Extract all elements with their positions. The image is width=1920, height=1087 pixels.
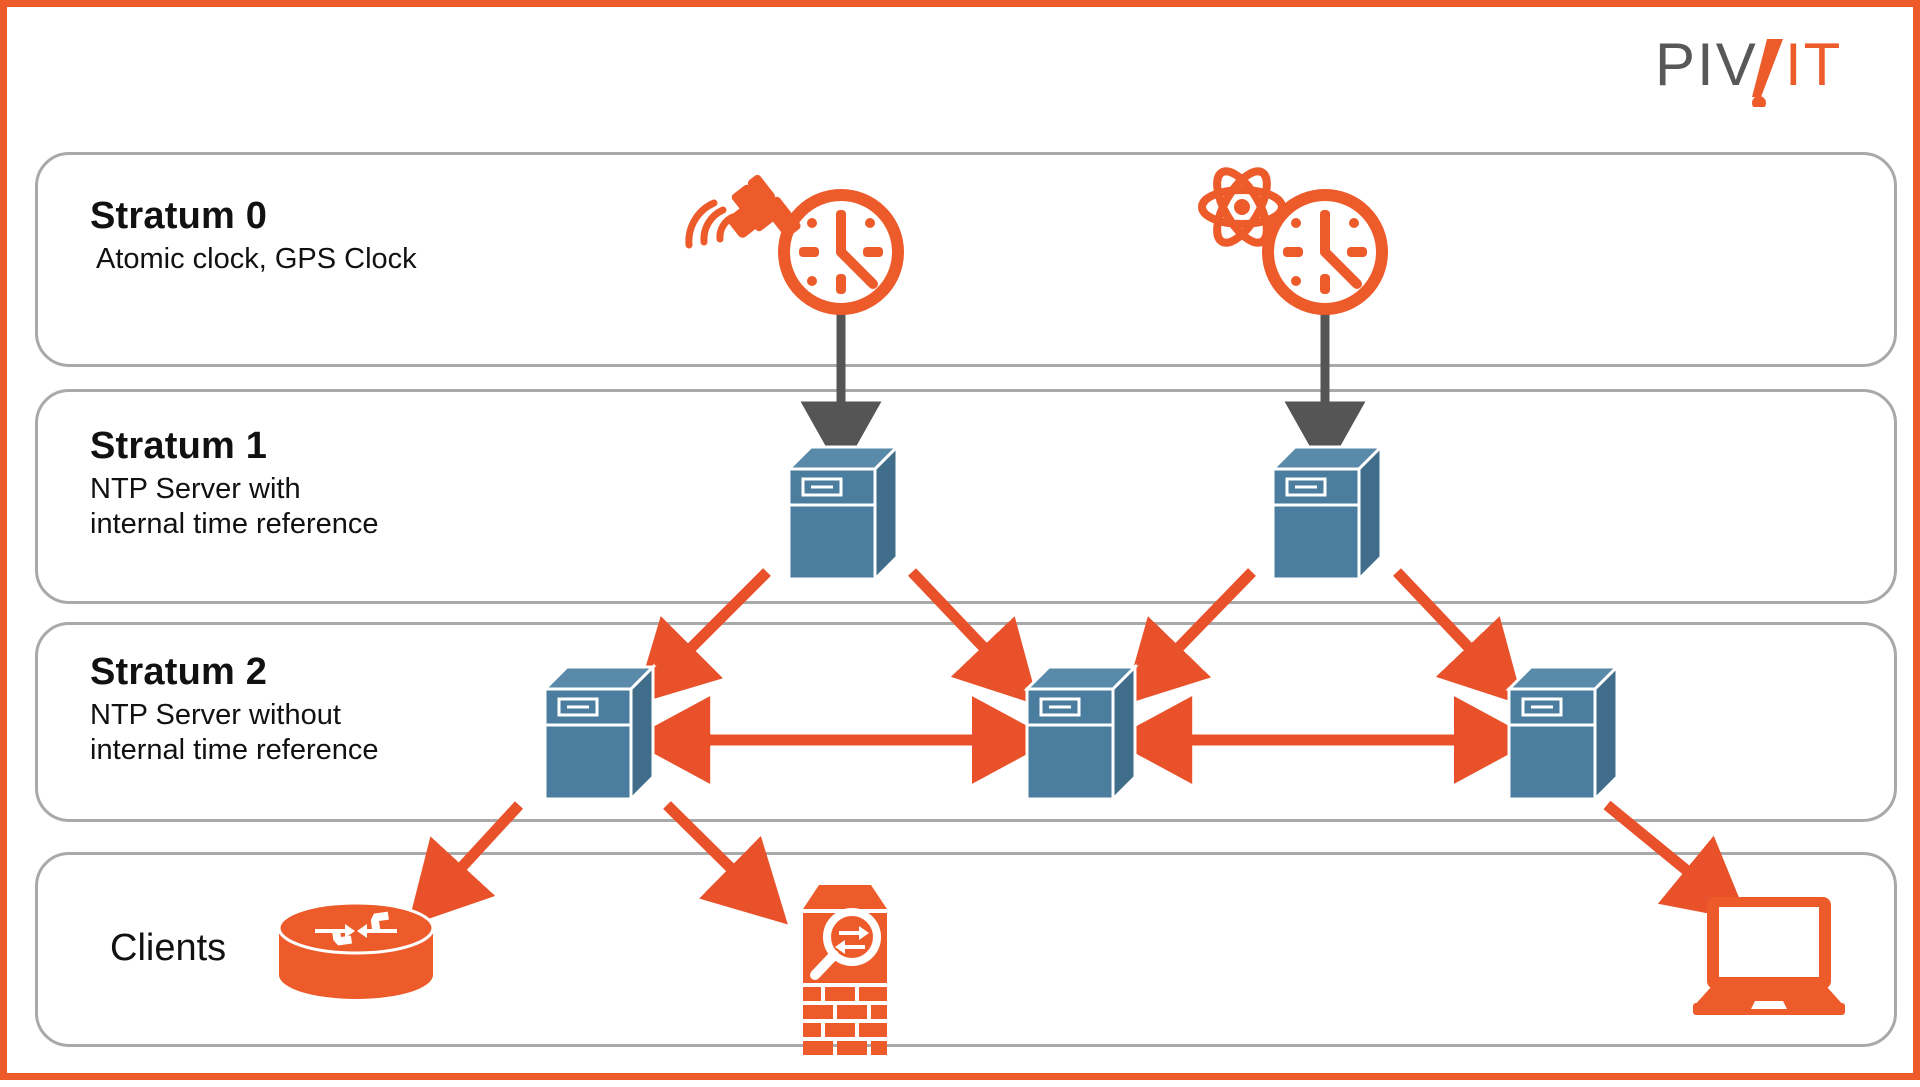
panel-stratum-2: Stratum 2 NTP Server without internal ti… [35, 622, 1897, 822]
clients-label: Clients [110, 927, 226, 970]
stratum-2-subtitle-line-2: internal time reference [90, 734, 379, 767]
clients-title: Clients [110, 927, 227, 969]
stratum-0-title: Stratum 0 [90, 195, 268, 237]
logo-dot-icon [1752, 96, 1766, 107]
stratum-1-subtitle-line-1: NTP Server with [90, 472, 301, 505]
logo-text-accent: IT [1785, 31, 1842, 98]
stratum-2-subtitle-line-1: NTP Server without [90, 698, 341, 731]
stratum-2-label: Stratum 2 NTP Server without internal ti… [90, 651, 379, 769]
stratum-0-subtitle-line-1: Atomic clock, GPS Clock [96, 242, 417, 275]
stratum-1-label: Stratum 1 NTP Server with internal time … [90, 425, 379, 543]
pivit-logo: PIV IT [1655, 31, 1842, 107]
stratum-0-label: Stratum 0 Atomic clock, GPS Clock [90, 195, 417, 277]
stratum-1-title: Stratum 1 [90, 425, 268, 467]
panel-stratum-1: Stratum 1 NTP Server with internal time … [35, 389, 1897, 604]
stratum-1-subtitle-line-2: internal time reference [90, 508, 379, 541]
logo-text-dark: PIV [1655, 31, 1758, 98]
logo-slash-icon [1752, 39, 1783, 97]
panel-stratum-0: Stratum 0 Atomic clock, GPS Clock [35, 152, 1897, 367]
panel-clients: Clients [35, 852, 1897, 1047]
stratum-2-title: Stratum 2 [90, 651, 268, 693]
